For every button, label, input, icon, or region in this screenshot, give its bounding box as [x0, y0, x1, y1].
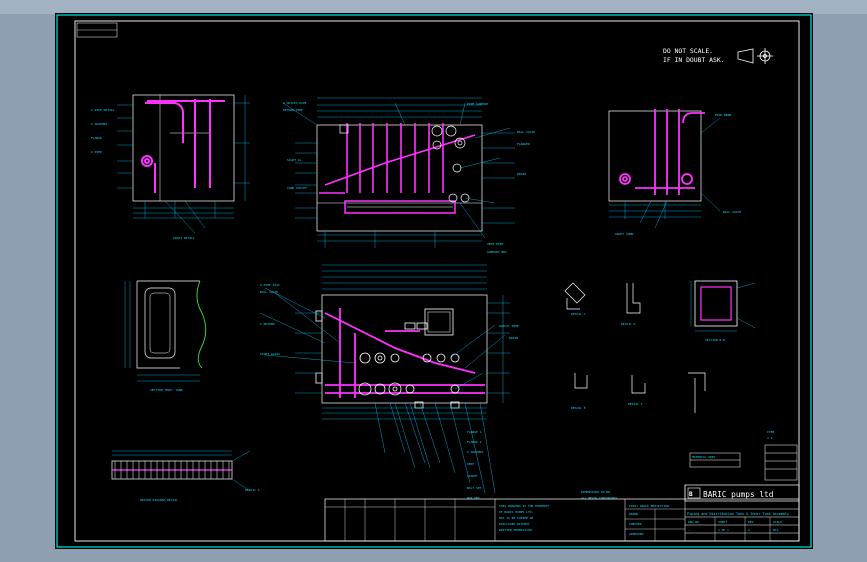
third-angle-projection-icon — [737, 48, 773, 64]
svg-text:FIRST ANGLE PROJECTION: FIRST ANGLE PROJECTION — [629, 504, 669, 508]
svg-text:THIS DRAWING IS THE PROPERTY: THIS DRAWING IS THE PROPERTY — [499, 504, 550, 508]
svg-text:BALL VALVE: BALL VALVE — [260, 290, 278, 294]
svg-text:DETAIL D: DETAIL D — [621, 322, 636, 326]
svg-text:NUT SET: NUT SET — [467, 496, 480, 500]
svg-text:SCALE: SCALE — [773, 520, 782, 524]
svg-text:OUTLET PIPE: OUTLET PIPE — [499, 324, 519, 328]
svg-text:1 OF 1: 1 OF 1 — [718, 528, 729, 532]
title-block: B THIS DRAWING IS THE PROPERTY OF BARIC … — [324, 484, 800, 542]
svg-text:SUPPORT BKT: SUPPORT BKT — [487, 250, 507, 254]
svg-text:⌀ SUPPORT: ⌀ SUPPORT — [91, 122, 107, 126]
svg-text:FLANGE: FLANGE — [91, 136, 102, 140]
view-plan: ⌀ PIPE ASSY BALL VALVE ⌀ RETURN SIGHT GL… — [259, 264, 519, 500]
svg-text:DRAIN: DRAIN — [509, 336, 518, 340]
svg-text:SHEET: SHEET — [718, 520, 727, 524]
note-line-2: IF IN DOUBT ASK. — [663, 56, 725, 64]
note-line-1: DO NOT SCALE. — [663, 47, 713, 55]
svg-text:BALL VALVE: BALL VALVE — [517, 130, 535, 134]
view-front-elevation: ⌀ OUTLET PIPE RETURN PIPE PIPE SUPPORT B… — [282, 97, 535, 254]
svg-text:B: B — [689, 491, 693, 498]
svg-text:TANK OUTLET: TANK OUTLET — [287, 186, 307, 190]
svg-text:FLANGED: FLANGED — [517, 142, 530, 146]
svg-text:⌀ PIPE: ⌀ PIPE — [91, 150, 102, 154]
svg-text:BOLT SET: BOLT SET — [467, 486, 482, 490]
svg-text:ALL WELDS CONTINUOUS: ALL WELDS CONTINUOUS — [581, 496, 617, 500]
svg-text:NTS: NTS — [773, 528, 779, 532]
svg-text:DRAWN: DRAWN — [629, 512, 638, 516]
svg-text:DETAIL A: DETAIL A — [245, 488, 260, 492]
window-top-strip — [0, 0, 867, 14]
svg-text:DIMENSIONS IN MM: DIMENSIONS IN MM — [581, 490, 610, 494]
svg-text:⌀ SUPPORT: ⌀ SUPPORT — [467, 450, 483, 454]
svg-text:—: — — [688, 528, 690, 532]
svg-text:SECTION THRO' TANK: SECTION THRO' TANK — [150, 388, 183, 392]
drawing-title: Piping and Distribution Tank & Inner Tan… — [687, 512, 789, 516]
svg-text:BALL VALVE: BALL VALVE — [723, 210, 741, 214]
svg-text:A: A — [748, 528, 750, 532]
svg-text:CHECKED: CHECKED — [629, 522, 642, 526]
svg-text:DRG NO: DRG NO — [688, 520, 699, 524]
svg-text:DETAIL F: DETAIL F — [628, 402, 643, 406]
svg-text:NOT TO BE COPIED OR: NOT TO BE COPIED OR — [499, 516, 534, 520]
svg-text:SIGHT GL.: SIGHT GL. — [287, 158, 303, 162]
drawing-viewport[interactable]: DO NOT SCALE. IF IN DOUBT ASK. ⌀ PIPE — [55, 13, 813, 549]
svg-text:PIPE SUPPORT: PIPE SUPPORT — [467, 102, 489, 106]
svg-text:FLANGE 2: FLANGE 2 — [467, 440, 482, 444]
svg-text:MATERIAL SPEC: MATERIAL SPEC — [692, 455, 716, 459]
svg-text:INLET DETAIL: INLET DETAIL — [173, 236, 195, 240]
svg-text:REV: REV — [748, 520, 754, 524]
svg-text:ITEM: ITEM — [767, 430, 774, 434]
view-right-elevation: PIPE BEND BALL VALVE INLET CONN. — [608, 109, 741, 236]
svg-text:HEATER DIAGRAM DETAIL: HEATER DIAGRAM DETAIL — [140, 498, 178, 502]
svg-text:GASKET: GASKET — [467, 474, 478, 478]
svg-text:RETURN PIPE: RETURN PIPE — [283, 108, 303, 112]
view-left-elevation: ⌀ PIPE DETAIL ⌀ SUPPORT FLANGE ⌀ PIPE IN… — [91, 94, 250, 240]
svg-text:OF BARIC PUMPS LTD.: OF BARIC PUMPS LTD. — [499, 510, 534, 514]
svg-text:DISCLOSED WITHOUT: DISCLOSED WITHOUT — [499, 522, 530, 526]
view-tank-strip-detail: HEATER DIAGRAM DETAIL DETAIL A — [111, 450, 260, 502]
svg-text:1 2: 1 2 — [767, 436, 773, 440]
company-name: BARIC pumps ltd — [703, 490, 773, 499]
svg-text:DETAIL E: DETAIL E — [571, 406, 586, 410]
outer-border — [56, 14, 812, 548]
svg-text:APPROVED: APPROVED — [629, 532, 644, 536]
svg-text:SIGHT GLASS: SIGHT GLASS — [260, 352, 280, 356]
svg-text:DETAIL C: DETAIL C — [571, 312, 586, 316]
svg-text:SECTION B-B: SECTION B-B — [705, 338, 725, 342]
parts-legend — [689, 444, 798, 481]
view-section-left: SECTION THRO' TANK — [124, 280, 207, 392]
svg-text:⌀ OUTLET PIPE: ⌀ OUTLET PIPE — [283, 101, 307, 105]
view-square-section: SECTION B-B — [690, 280, 756, 342]
svg-text:⌀ PIPE ASSY: ⌀ PIPE ASSY — [260, 283, 280, 287]
svg-text:VENT: VENT — [467, 462, 474, 466]
svg-text:⌀ PIPE DETAIL: ⌀ PIPE DETAIL — [91, 108, 115, 112]
svg-text:WRITTEN PERMISSION: WRITTEN PERMISSION — [499, 528, 532, 532]
svg-text:FLANGE 1: FLANGE 1 — [467, 430, 482, 434]
view-small-details — [564, 282, 706, 413]
svg-text:VENT PIPE: VENT PIPE — [487, 242, 503, 246]
cad-drawing: DO NOT SCALE. IF IN DOUBT ASK. ⌀ PIPE — [56, 14, 812, 548]
svg-text:INLET CONN.: INLET CONN. — [615, 232, 635, 236]
svg-text:⌀ RETURN: ⌀ RETURN — [260, 322, 275, 326]
svg-text:DRAIN: DRAIN — [517, 172, 526, 176]
svg-text:PIPE BEND: PIPE BEND — [715, 113, 731, 117]
